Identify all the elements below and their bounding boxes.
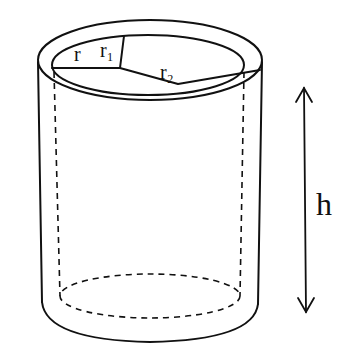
height-arrow: [304, 88, 306, 312]
arrow-head: [298, 298, 314, 312]
dimension-label: r₁: [100, 40, 114, 60]
inner-rim: [52, 35, 244, 95]
radius-line: [52, 67, 120, 69]
dimension-label: r₂: [160, 62, 174, 82]
inner-wall: [240, 72, 244, 296]
outer-wall: [258, 62, 262, 304]
inner-wall: [54, 72, 60, 296]
outer-base: [42, 302, 258, 342]
radius-line: [120, 36, 124, 68]
outer-rim: [38, 20, 262, 100]
inner-base: [60, 274, 240, 318]
radius-line: [120, 68, 260, 84]
dimension-label: r: [74, 44, 81, 64]
dimension-label: h: [316, 188, 332, 220]
arrow-head: [296, 88, 312, 102]
outer-wall: [38, 62, 42, 302]
